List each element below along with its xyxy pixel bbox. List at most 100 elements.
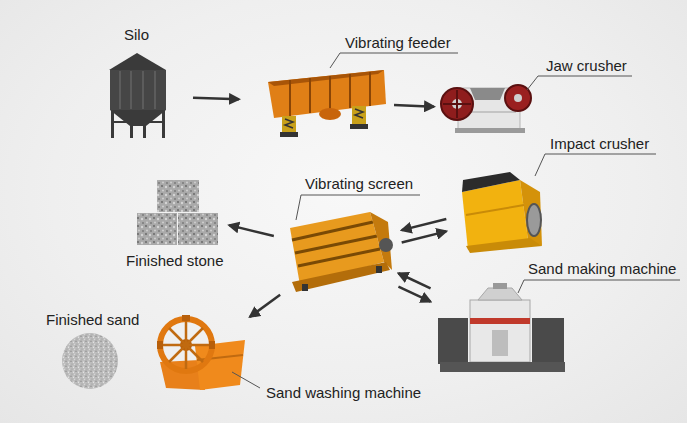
vibrating-feeder-drawing xyxy=(309,78,311,113)
impact-crusher-drawing xyxy=(520,180,542,246)
machine-label: Silo xyxy=(124,26,149,43)
machine-label: Vibrating feeder xyxy=(345,34,451,51)
leader-lines xyxy=(535,154,656,176)
flow-arrow xyxy=(193,98,239,99)
sand-washing-machine-drawing xyxy=(182,315,190,321)
impact-crusher-drawing xyxy=(466,238,542,253)
vibrating-screen-drawing xyxy=(292,262,390,292)
leader-lines xyxy=(518,280,680,293)
flow-arrow xyxy=(402,219,447,230)
vibrating-screen-drawing xyxy=(302,284,308,291)
silo-drawing xyxy=(109,53,166,138)
impact-crusher-drawing xyxy=(466,205,524,215)
vibrating-feeder-drawing xyxy=(268,70,384,86)
silo-drawing xyxy=(162,110,165,138)
sand-washing-machine-drawing xyxy=(157,315,245,390)
impact-crusher-drawing xyxy=(462,172,520,192)
vibrating-feeder-drawing xyxy=(282,116,296,132)
machine-label: Vibrating screen xyxy=(305,175,413,192)
sand-making-machine-drawing xyxy=(470,318,530,324)
jaw-crusher-drawing xyxy=(441,85,531,133)
flow-arrow xyxy=(398,273,430,288)
silo-drawing xyxy=(110,70,166,110)
flow-arrow xyxy=(250,295,280,317)
machine-label: Jaw crusher xyxy=(546,57,627,74)
sand-making-machine-drawing xyxy=(532,318,564,364)
vibrating-screen-drawing xyxy=(295,236,377,253)
machine-node: Vibrating screen xyxy=(285,212,393,292)
vibrating-screen-drawing xyxy=(376,266,382,273)
jaw-crusher-drawing xyxy=(514,94,522,102)
silo-drawing xyxy=(112,121,164,123)
machine-label: Sand washing machine xyxy=(266,384,421,401)
silo-drawing xyxy=(143,126,146,138)
jaw-crusher-drawing xyxy=(443,103,471,105)
machine-label: Finished stone xyxy=(126,252,224,269)
vibrating-feeder-drawing xyxy=(352,106,366,124)
vibrating-feeder-drawing xyxy=(280,132,298,137)
impact-crusher-drawing xyxy=(527,204,541,236)
finished-sand-picture xyxy=(62,333,118,389)
sand-making-machine-drawing xyxy=(478,288,522,300)
silo-drawing xyxy=(109,53,166,70)
finished-stone-picture xyxy=(178,213,218,245)
leader-lines xyxy=(232,372,260,388)
silo-drawing xyxy=(111,110,114,138)
vibrating-feeder-drawing xyxy=(350,124,368,129)
sand-making-machine-drawing xyxy=(440,362,565,372)
sand-washing-machine-drawing xyxy=(169,328,203,362)
machine-label: Sand making machine xyxy=(528,260,676,277)
vibrating-feeder-drawing xyxy=(329,76,331,111)
sand-washing-machine-drawing xyxy=(197,355,243,360)
leader-lines xyxy=(330,53,458,68)
leader-lines xyxy=(527,76,632,90)
vibrating-feeder-drawing xyxy=(355,109,363,118)
silo-drawing xyxy=(130,126,133,138)
flow-arrow xyxy=(229,225,274,236)
vibrating-feeder-drawing xyxy=(349,74,351,108)
vibrating-screen-drawing xyxy=(379,238,393,252)
vibrating-screen-drawing xyxy=(298,249,380,266)
machine-node: Silo xyxy=(105,52,170,140)
machine-node: Sand washing machine xyxy=(157,315,245,390)
machine-label: Finished sand xyxy=(46,311,139,328)
leader-lines xyxy=(296,195,420,220)
sand-making-machine-drawing xyxy=(438,283,565,372)
jaw-crusher-drawing xyxy=(455,128,525,133)
finished-sand-picture xyxy=(62,333,118,389)
vibrating-feeder-drawing xyxy=(268,70,386,137)
vibrating-screen-drawing xyxy=(292,222,373,240)
sand-washing-machine-drawing xyxy=(209,341,215,349)
vibrating-feeder-drawing xyxy=(285,119,293,128)
sand-washing-machine-drawing xyxy=(160,319,212,371)
finished-stone-picture xyxy=(157,180,199,212)
jaw-crusher-drawing xyxy=(505,85,531,111)
vibrating-feeder-drawing xyxy=(289,80,291,116)
flow-arrow xyxy=(398,287,430,302)
silo-drawing xyxy=(119,71,121,109)
sand-making-machine-drawing xyxy=(438,318,468,364)
machine-node: Finished stone xyxy=(137,180,218,245)
flow-arrow xyxy=(402,231,447,242)
vibrating-screen-drawing xyxy=(370,212,392,270)
sand-making-machine-drawing xyxy=(470,300,530,362)
finished-stone-picture xyxy=(137,180,218,245)
jaw-crusher-drawing xyxy=(441,88,473,120)
silo-drawing xyxy=(142,71,144,109)
machine-node: Impact crusher xyxy=(455,170,543,254)
machine-node: Finished sand xyxy=(62,333,118,389)
silo-drawing xyxy=(110,110,166,126)
sand-making-machine-drawing xyxy=(492,330,508,356)
machine-node: Sand making machine xyxy=(436,283,566,373)
silo-drawing xyxy=(130,71,132,109)
vibrating-feeder-drawing xyxy=(369,72,371,106)
sand-making-machine-drawing xyxy=(493,283,507,289)
sand-washing-machine-drawing xyxy=(157,341,163,349)
jaw-crusher-drawing xyxy=(470,88,505,100)
flow-arrow xyxy=(394,105,434,107)
sand-washing-machine-drawing xyxy=(169,328,203,362)
machine-label: Impact crusher xyxy=(550,135,649,152)
finished-stone-picture xyxy=(137,213,177,245)
